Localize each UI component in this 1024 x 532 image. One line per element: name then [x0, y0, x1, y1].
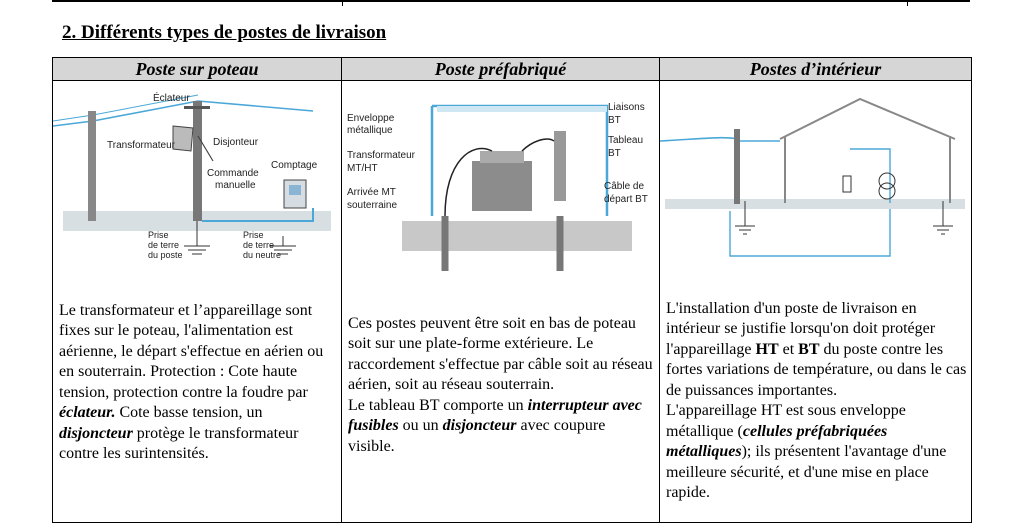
label-mt-ht: MT/HT	[347, 163, 378, 174]
label-arrivee-mt: Arrivée MT	[347, 187, 396, 198]
diagram-cell-prefabrique: Enveloppe métallique Transformateur MT/H…	[341, 80, 660, 299]
label-prise-neutre-3: du neutre	[243, 250, 281, 260]
substation-types-table: Poste sur poteau Poste préfabriqué Poste…	[52, 57, 972, 523]
label-prise-neutre-2: de terre	[243, 240, 274, 250]
column-tick	[907, 0, 908, 6]
header-poste-prefabrique: Poste préfabriqué	[341, 57, 660, 81]
text-cell-poteau: Le transformateur et l’appareillage sont…	[52, 298, 342, 523]
label-prise-poste-2: de terre	[148, 240, 179, 250]
label-liaisons-bt: BT	[608, 115, 621, 126]
label-prise-poste-3: du poste	[148, 250, 183, 260]
label-prise-poste-1: Prise	[148, 230, 169, 240]
label-enveloppe: Enveloppe	[347, 113, 395, 124]
prefab-substation-diagram: Enveloppe métallique Transformateur MT/H…	[347, 102, 648, 271]
label-depart-bt: départ BT	[604, 194, 648, 205]
column-tick	[342, 0, 343, 6]
label-transformateur: Transformateur	[107, 140, 176, 151]
indoor-substation-diagram	[660, 97, 965, 257]
text-cell-interieur: L'installation d'un poste de livraison e…	[659, 298, 972, 523]
label-liaisons: Liaisons	[608, 102, 645, 113]
diagram-cell-interieur	[659, 80, 972, 299]
label-transformateur-2: Transformateur	[347, 150, 416, 161]
label-tableau-bt: BT	[608, 148, 621, 159]
label-commande: Commande	[207, 168, 259, 179]
label-prise-neutre-1: Prise	[243, 230, 264, 240]
header-poste-sur-poteau: Poste sur poteau	[52, 57, 342, 81]
diagram-cell-poteau: Éclateur Transformateur Disjonteur Comma…	[52, 80, 342, 299]
label-comptage: Comptage	[271, 160, 318, 171]
label-metallique: métallique	[347, 125, 393, 136]
label-tableau: Tableau	[608, 135, 643, 146]
page-top-rule	[52, 0, 970, 2]
label-disjoncteur: Disjonteur	[213, 137, 259, 148]
label-souterraine: souterraine	[347, 200, 397, 211]
description-poteau: Le transformateur et l’appareillage sont…	[59, 301, 324, 463]
header-postes-interieur: Postes d’intérieur	[659, 57, 972, 81]
pole-substation-diagram: Éclateur Transformateur Disjonteur Comma…	[53, 91, 331, 260]
description-interieur: L'installation d'un poste de livraison e…	[666, 299, 967, 502]
section-title: 2. Différents types de postes de livrais…	[62, 22, 387, 43]
label-manuelle: manuelle	[215, 180, 256, 191]
text-cell-prefabrique: Ces postes peuvent être soit en bas de p…	[341, 298, 660, 523]
label-eclateur: Éclateur	[153, 91, 190, 104]
label-cable-de: Câble de	[604, 181, 644, 192]
description-prefabrique: Ces postes peuvent être soit en bas de p…	[348, 314, 653, 455]
